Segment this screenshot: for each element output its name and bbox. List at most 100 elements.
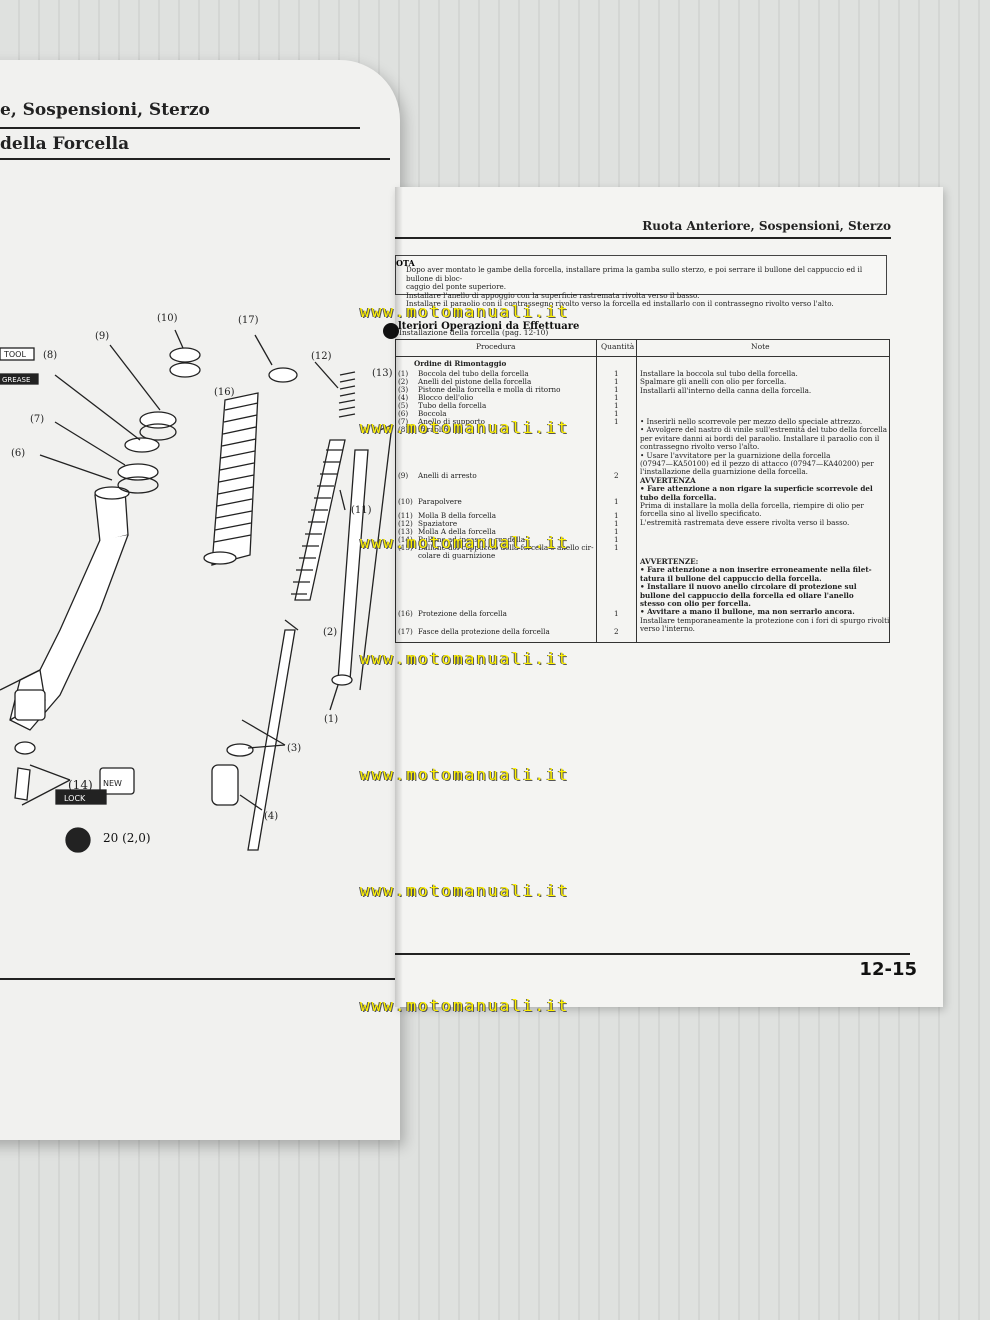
row-procedure: colare di guarnizione: [418, 551, 496, 560]
row-procedure: Fasce della protezione della forcella: [418, 627, 550, 636]
callout-11: (11): [351, 505, 372, 516]
row-quantity: 1: [614, 377, 619, 386]
left-page-header-1: e, Sospensioni, Sterzo: [0, 100, 210, 120]
row-number: (4): [398, 393, 409, 402]
callout-17: (17): [238, 315, 259, 326]
row-procedure: Pistone della forcella e molla di ritorn…: [418, 385, 561, 394]
avvertenza-title: AVVERTENZA: [640, 475, 696, 485]
tool-label-box: [0, 347, 35, 361]
avvertenze-line: • Avvitare a mano il bullone, ma non ser…: [640, 607, 855, 617]
avvertenze-line: • Installare il nuovo anello circolare d…: [640, 582, 857, 592]
row-quantity: 1: [614, 497, 619, 506]
row-number: (17): [398, 627, 413, 636]
right-header-rule: [395, 237, 891, 239]
watermark: www.motomanuali.it: [360, 765, 570, 784]
row-procedure: Blocco dell'olio: [418, 393, 474, 402]
callout-14: (14): [68, 778, 93, 792]
callout-2: (2): [323, 627, 338, 638]
row-number: (16): [398, 609, 413, 618]
section-title: lteriori Operazioni da Effettuare: [398, 321, 580, 332]
row-procedure: Protezione della forcella: [418, 609, 507, 618]
svg-text:GREASE: GREASE: [2, 376, 30, 384]
row-number: (7): [398, 417, 409, 426]
row-number: (11): [398, 511, 413, 520]
nota-line: Installare il paraolio con il contrasseg…: [406, 299, 834, 309]
th-note: Note: [751, 342, 770, 351]
callout-9: (9): [95, 331, 110, 342]
row-quantity: 1: [614, 409, 619, 418]
row-number: (3): [398, 385, 409, 394]
note-line: Spalmare gli anelli con olio per forcell…: [640, 377, 787, 387]
note-line: forcella sino al livello specificato.: [640, 509, 762, 519]
row-number: (10): [398, 497, 413, 506]
row-number: (14): [398, 535, 413, 544]
note-line: Prima di installare la molla della force…: [640, 501, 864, 511]
row-quantity: 1: [614, 369, 619, 378]
row-quantity: 1: [614, 535, 619, 544]
note-line: verso l'interno.: [640, 624, 695, 634]
watermark: www.motomanuali.it: [360, 996, 570, 1015]
right-page-header: Ruota Anteriore, Sospensioni, Sterzo: [642, 219, 891, 233]
row-quantity: 2: [614, 627, 619, 636]
nota-line: Installare l'anello di appoggio con la s…: [406, 290, 700, 300]
watermark: www.motomanuali.it: [360, 533, 570, 552]
avvertenza-line: tubo della forcella.: [640, 492, 717, 502]
notes-mid: • Inserirli nello scorrevole per mezzo d…: [640, 417, 890, 527]
right-footer-rule: [395, 953, 910, 955]
row-number: (5): [398, 401, 409, 410]
nota-line: Dopo aver montato le gambe della forcell…: [406, 265, 863, 283]
row-procedure: Boccola: [418, 409, 447, 418]
callout-1: (1): [324, 714, 339, 725]
procedure-table: Installazione della forcella (pag. 12-10…: [395, 328, 890, 643]
notes-top: Installare la boccola sul tubo della for…: [640, 369, 890, 395]
row-number: (15): [398, 543, 413, 552]
note-line: • Avvolgere del nastro di vinile sull'es…: [640, 425, 888, 435]
callout-16: (16): [214, 387, 235, 398]
nota-title: OTA: [396, 258, 415, 268]
callout-10: (10): [157, 313, 178, 324]
row-procedure: Molla B della forcella: [418, 511, 497, 520]
callout-13: (13): [372, 368, 393, 379]
row-procedure: Anello di supporto: [418, 417, 485, 426]
left-footer-rule: [0, 978, 395, 980]
row-procedure: Tubo della forcella: [418, 401, 487, 410]
row-number: (2): [398, 377, 409, 386]
row-number: (12): [398, 519, 413, 528]
avvertenza-line: • Fare attenzione a non rigare la superf…: [640, 484, 873, 494]
note-line: (07947—KA50100) ed il pezzo di attacco (…: [640, 459, 874, 469]
col-divider: [636, 340, 637, 642]
note-line: contrassegno rivolto verso l'alto.: [640, 442, 760, 452]
row-number: (13): [398, 527, 413, 536]
note-line: • Usare l'avvitatore per la guarnizione …: [640, 450, 831, 460]
note-line: • Inserirli nello scorrevole per mezzo d…: [640, 417, 863, 426]
watermark: www.motomanuali.it: [360, 302, 570, 321]
avvertenze-line: bullone del cappuccio della forcella ed …: [640, 590, 854, 600]
callout-3: (3): [287, 743, 302, 754]
row-quantity: 1: [614, 393, 619, 402]
nota-line: caggio del ponte superiore.: [406, 282, 507, 292]
row-procedure: Parapolvere: [418, 497, 462, 506]
notes-avvertenze: AVVERTENZE: • Fare attenzione a non inse…: [640, 557, 890, 634]
left-page-header-2: della Forcella: [0, 134, 130, 154]
row-quantity: 1: [614, 519, 619, 528]
nota-text: Dopo aver montato le gambe della forcell…: [406, 265, 884, 309]
left-header-rule-2: [0, 158, 390, 160]
row-quantity: 1: [614, 417, 619, 426]
left-page: [0, 60, 400, 1140]
left-header-rule: [0, 127, 360, 129]
callout-6: (6): [11, 448, 26, 459]
note-line: Installare temporaneamente la protezione…: [640, 615, 890, 625]
book-spine-shadow: [395, 187, 403, 1007]
nota-box: OTA Dopo aver montato le gambe della for…: [395, 255, 887, 308]
table-header: Procedura Quantità Note: [396, 340, 889, 357]
callout-7: (7): [30, 414, 45, 425]
svg-text:NEW: NEW: [103, 779, 122, 788]
order-title: Ordine di Rimontaggio: [414, 359, 507, 368]
watermark: www.motomanuali.it: [360, 418, 570, 437]
section-subtitle: Installazione della forcella (pag. 12-10…: [399, 328, 549, 337]
row-procedure: Anelli di arresto: [418, 471, 477, 480]
row-procedure: Paraolio: [418, 425, 448, 434]
th-quantita: Quantità: [601, 342, 635, 351]
th-procedura: Procedura: [476, 342, 516, 351]
svg-text:TOOL: TOOL: [3, 350, 26, 359]
